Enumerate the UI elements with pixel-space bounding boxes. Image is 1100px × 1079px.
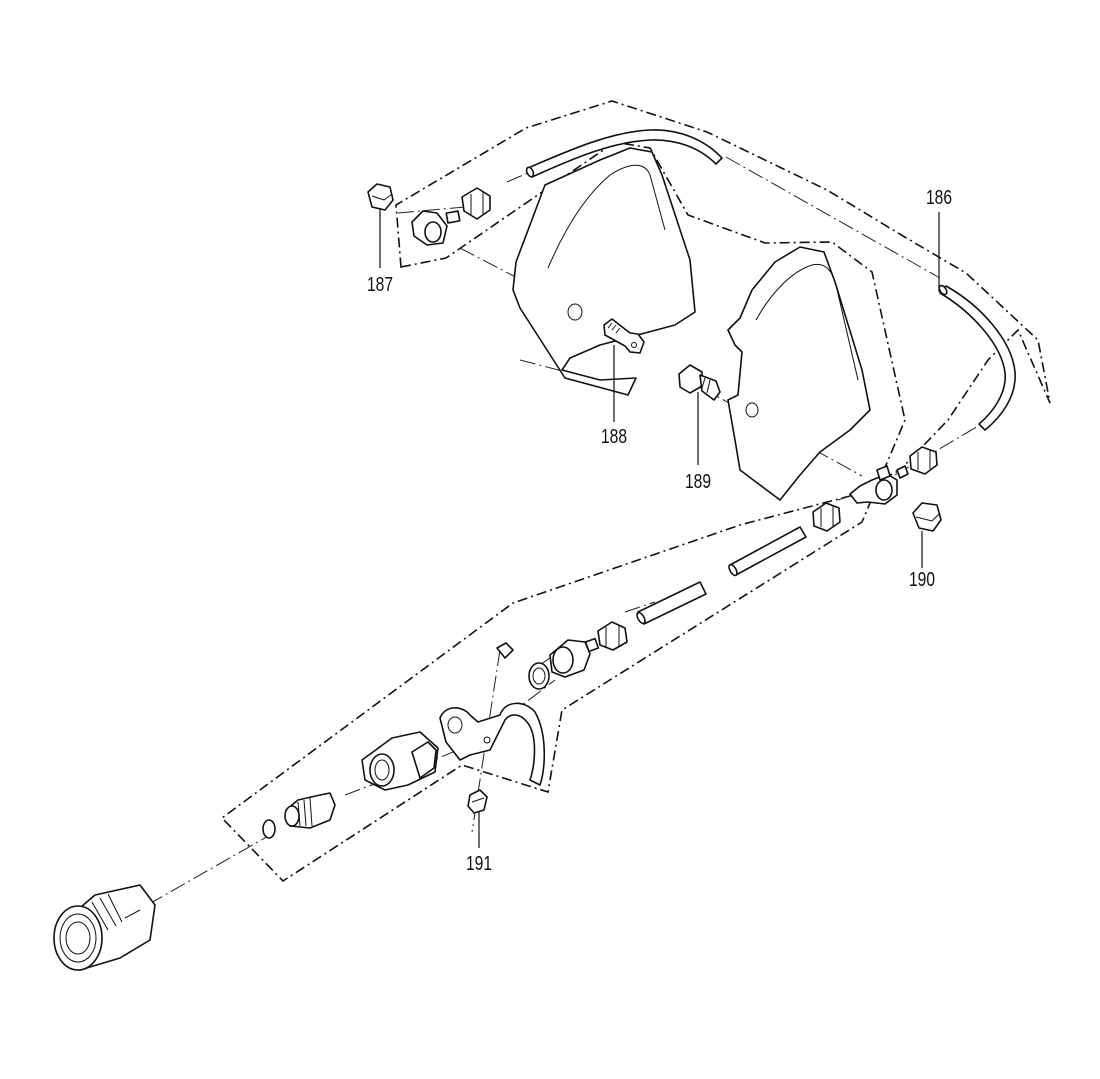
adapter-fitting xyxy=(549,637,600,678)
banjo-bolt-189 xyxy=(678,364,721,401)
ferrule-nut-right xyxy=(909,446,938,475)
curved-tube-186 xyxy=(938,284,1016,431)
square-nut xyxy=(496,642,514,659)
ferrule-nut-left xyxy=(597,621,628,651)
o-ring xyxy=(528,662,550,690)
compression-fitting xyxy=(411,210,461,246)
callout-188: 188 xyxy=(601,425,627,447)
ferrule-nut xyxy=(461,187,491,220)
threaded-nipple xyxy=(284,792,336,829)
hex-cap-190 xyxy=(912,502,942,532)
elbow-connector xyxy=(361,731,439,791)
callout-189: 189 xyxy=(685,470,711,492)
callout-187: 187 xyxy=(367,273,393,295)
assembly-boundary-outline xyxy=(220,100,1051,883)
callout-191: 191 xyxy=(466,852,492,874)
seal-ring xyxy=(262,819,276,839)
middle-tube-short xyxy=(728,526,807,577)
left-bracket-plate xyxy=(512,147,696,396)
banjo-bolt-188 xyxy=(603,318,645,354)
upper-tube xyxy=(525,129,723,178)
pipe-clamp xyxy=(439,702,546,786)
middle-tube-long xyxy=(636,581,707,625)
screw-191 xyxy=(467,789,488,814)
right-bracket-plate xyxy=(727,246,871,501)
hose-coupling xyxy=(53,884,156,971)
callout-190: 190 xyxy=(909,568,935,590)
leader-lines xyxy=(379,208,940,848)
ferrule-nut-lower xyxy=(812,502,841,532)
callout-labels: 186 187 188 189 190 191 xyxy=(367,186,952,874)
callout-186: 186 xyxy=(926,186,952,208)
tee-fitting xyxy=(849,465,909,505)
hex-nut-187 xyxy=(367,183,394,211)
